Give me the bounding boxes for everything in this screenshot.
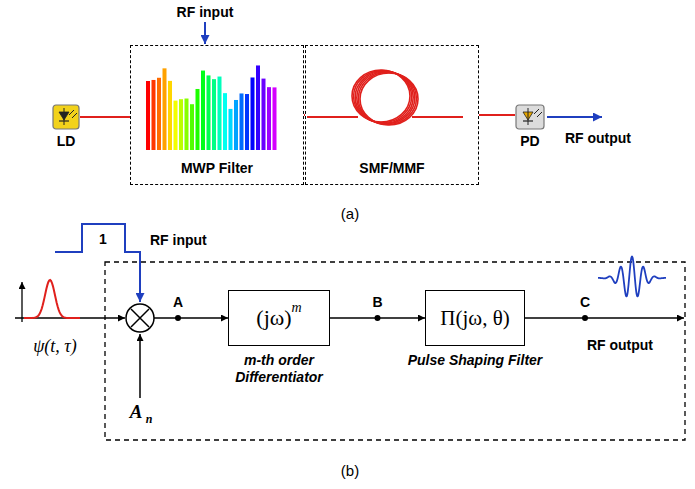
point-label: C <box>580 294 590 310</box>
laser-diode: LD <box>52 104 80 149</box>
signal-name: ψ(t, τ) <box>33 336 77 357</box>
point-label: A <box>173 294 183 310</box>
spectrum-bar <box>174 101 178 150</box>
spectrum-bar <box>152 80 156 150</box>
filter-box-outline: MWP Filter <box>130 45 304 185</box>
spectrum-bar <box>157 78 161 150</box>
spectrum-bar <box>240 93 244 150</box>
panel-label: (b) <box>341 462 359 479</box>
signal-line <box>154 317 228 319</box>
transfer-function: Π(jω, θ) <box>440 306 509 331</box>
block-caption: Pulse Shaping Filter <box>405 352 545 369</box>
optical-link <box>80 116 130 118</box>
spectrum-bar <box>185 99 189 150</box>
photodetector: PD <box>515 104 545 149</box>
component-label: LD <box>36 133 96 149</box>
subscript: n <box>146 412 153 427</box>
spectrum-bar <box>190 104 194 150</box>
spectrum-bar <box>267 87 271 150</box>
spectrum-bar <box>223 93 227 150</box>
differentiator-box: (jω)mm-th order Differentiator <box>228 290 330 386</box>
spectrum-bar <box>179 99 183 150</box>
component-label: PD <box>500 133 560 149</box>
signal-name: RF output <box>565 130 631 146</box>
spectrum-bar <box>201 71 205 150</box>
transfer-function: (jω) <box>256 305 291 331</box>
spectrum-bar <box>218 77 222 150</box>
optical-pulse <box>24 280 80 318</box>
spectrum-bar <box>229 109 233 150</box>
panel-label: (a) <box>341 205 359 222</box>
spectrum-bars <box>146 65 277 150</box>
differentiator-box-outline: (jω)m <box>228 290 330 346</box>
box-label: MWP Filter <box>131 160 303 176</box>
fiber-box: SMF/MMF <box>305 45 479 185</box>
signal-name: RF input <box>177 4 234 20</box>
system-boundary <box>105 262 685 440</box>
spectrum-bar <box>168 81 172 150</box>
multiplier-symbol <box>126 304 154 332</box>
node-dot <box>175 315 181 321</box>
signal-name: RF input <box>150 232 207 248</box>
point-label: B <box>370 294 384 310</box>
multiplier-symbol <box>131 309 149 327</box>
box-label: SMF/MMF <box>306 160 478 176</box>
detector-icon <box>515 104 545 130</box>
spectrum-bar <box>245 94 249 150</box>
spectrum-bar <box>207 75 211 150</box>
output-waveform <box>598 256 666 296</box>
spectrum-bar <box>163 68 167 150</box>
spectrum-bar <box>146 81 150 150</box>
rf-pulse <box>55 224 140 302</box>
laser-icon <box>52 104 80 130</box>
signal-name: RF output <box>587 337 653 353</box>
fiber-loop <box>360 73 418 125</box>
fiber-coil <box>307 70 463 125</box>
spectrum-bar <box>273 87 277 150</box>
rf-arrow <box>204 22 206 44</box>
laser-diode-outline <box>52 104 80 130</box>
block-caption: m-th order Differentiator <box>209 352 349 386</box>
exponent: m <box>292 300 302 316</box>
filter-box-outline: Π(jω, θ) <box>425 290 525 346</box>
filter-box: MWP Filter <box>130 45 304 185</box>
spectrum-bar <box>212 79 216 150</box>
spectrum-bar <box>196 89 200 150</box>
filter-box: Π(jω, θ)Pulse Shaping Filter <box>425 290 525 369</box>
spectrum-bar <box>234 100 238 150</box>
axis <box>21 282 22 322</box>
node-dot <box>375 315 381 321</box>
signal-name: A <box>130 401 143 423</box>
signal-line <box>525 317 684 319</box>
photodetector-outline <box>515 104 545 130</box>
spectrum-bar <box>251 77 255 150</box>
spectrum-bar <box>256 65 260 150</box>
optical-link <box>479 114 515 116</box>
rf-arrow <box>547 116 602 118</box>
signal-line <box>139 334 141 398</box>
node-dot <box>582 315 588 321</box>
spectrum-bar <box>262 79 266 150</box>
fiber-box-outline: SMF/MMF <box>305 45 479 185</box>
pulse-amplitude: 1 <box>99 231 107 247</box>
